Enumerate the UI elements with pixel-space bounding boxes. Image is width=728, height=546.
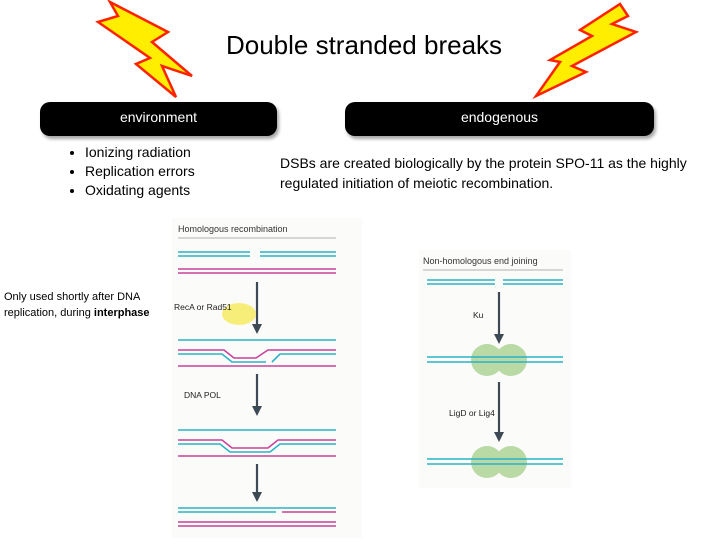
hr-usage-note-text: Only used shortly after DNA replication,…: [4, 291, 140, 319]
cause-ionizing-radiation: Ionizing radiation: [85, 143, 195, 162]
ligase-complex: [427, 446, 563, 478]
nhej-step2-label: LigD or Lig4: [449, 408, 495, 418]
endogenous-description: DSBs are created biologically by the pro…: [280, 155, 687, 191]
hr-step2-label: DNA POL: [184, 390, 221, 400]
hr-row-synthesis: [178, 429, 336, 457]
environment-banner: environment: [40, 102, 277, 136]
nhej-broken-dna: [427, 279, 563, 285]
hr-step1-label: RecA or Rad51: [174, 302, 232, 312]
cause-replication-errors: Replication errors: [85, 162, 195, 181]
nhej-diagram: Non-homologous end joining Ku LigD or Li…: [419, 250, 571, 488]
nhej-step1-label: Ku: [473, 310, 484, 320]
hr-row-broken-dna: [178, 251, 336, 274]
hr-title: Homologous recombination: [178, 224, 288, 234]
endogenous-banner: endogenous: [345, 102, 654, 136]
hr-row-strand-invasion: [178, 339, 336, 367]
lightning-bolt-left-icon: [95, 0, 193, 98]
lightning-bolt-right-icon: [532, 2, 640, 100]
cause-oxidating-agents: Oxidating agents: [85, 181, 195, 200]
ku-complex: [427, 344, 563, 376]
slide-title: Double stranded breaks: [225, 30, 503, 60]
hr-usage-note-emphasis: interphase: [93, 307, 150, 319]
reca-highlight: [222, 303, 256, 325]
homologous-recombination-diagram: Homologous recombination RecA or Rad51 D…: [172, 218, 362, 538]
nhej-title: Non-homologous end joining: [423, 256, 538, 266]
environment-cause-list: Ionizing radiation Replication errors Ox…: [67, 143, 195, 200]
hr-usage-note: Only used shortly after DNA replication,…: [4, 289, 154, 321]
hr-row-resolved: [178, 507, 336, 527]
